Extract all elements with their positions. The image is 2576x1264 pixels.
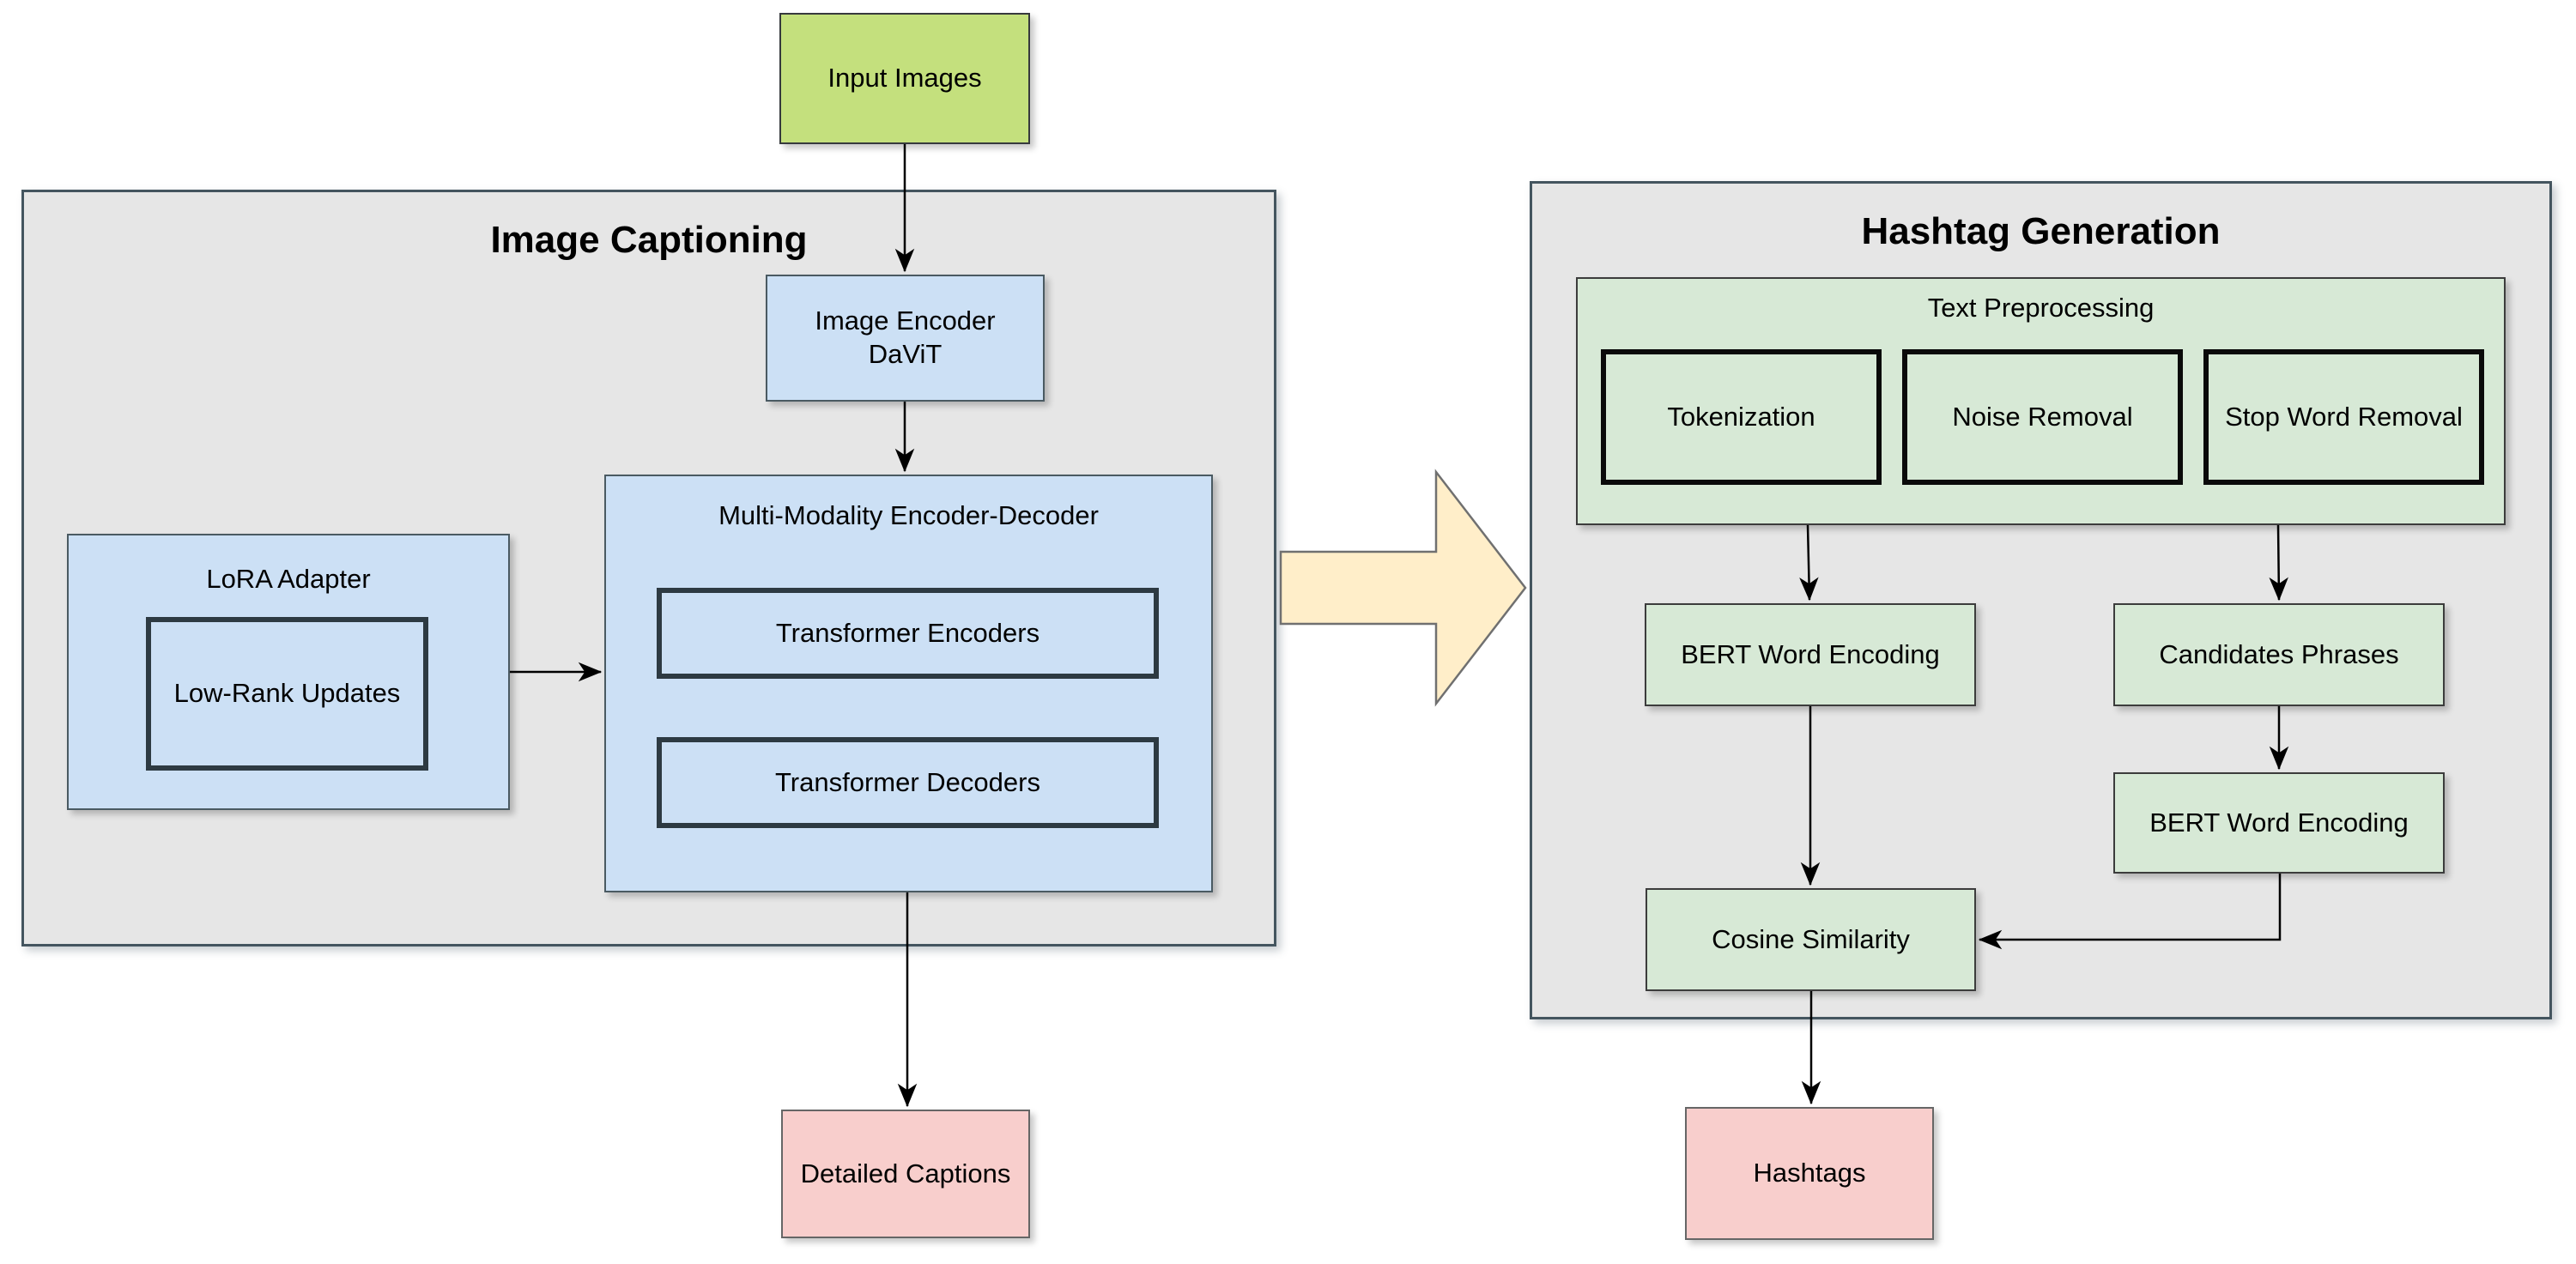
tokenization-node: Tokenization xyxy=(1601,349,1882,485)
hashtags-node: Hashtags xyxy=(1685,1107,1934,1240)
image-encoder-label-line2: DaViT xyxy=(868,339,943,369)
image-captioning-title: Image Captioning xyxy=(490,219,808,261)
image-encoder-node: Image Encoder DaViT xyxy=(766,275,1045,402)
stop-word-removal-label: Stop Word Removal xyxy=(2225,401,2463,432)
tokenization-label: Tokenization xyxy=(1667,401,1815,432)
hashtags-label: Hashtags xyxy=(1753,1158,1866,1188)
text-preprocessing-group: Text Preprocessing Tokenization Noise Re… xyxy=(1576,277,2506,525)
transformer-decoders-label: Transformer Decoders xyxy=(775,766,1040,797)
transformer-decoders-node: Transformer Decoders xyxy=(657,737,1159,828)
image-encoder-label-line1: Image Encoder xyxy=(815,305,996,336)
transformer-encoders-node: Transformer Encoders xyxy=(657,588,1159,679)
low-rank-updates-label: Low-Rank Updates xyxy=(173,678,401,709)
hashtag-generation-title: Hashtag Generation xyxy=(1861,210,2221,252)
cosine-similarity-label: Cosine Similarity xyxy=(1712,923,1910,954)
bert-word-encoding-left-label: BERT Word Encoding xyxy=(1681,638,1940,669)
detailed-captions-label: Detailed Captions xyxy=(800,1158,1011,1188)
text-preprocessing-title: Text Preprocessing xyxy=(1927,293,2155,323)
multi-modality-group: Multi-Modality Encoder-Decoder Transform… xyxy=(604,475,1213,892)
lora-adapter-title: LoRA Adapter xyxy=(206,564,371,594)
low-rank-updates-node: Low-Rank Updates xyxy=(146,617,428,771)
candidates-phrases-node: Candidates Phrases xyxy=(2113,603,2445,706)
noise-removal-label: Noise Removal xyxy=(1952,401,2133,432)
multi-modality-title: Multi-Modality Encoder-Decoder xyxy=(718,500,1099,530)
transformer-encoders-label: Transformer Encoders xyxy=(775,617,1040,648)
input-images-node: Input Images xyxy=(779,13,1030,144)
cosine-similarity-node: Cosine Similarity xyxy=(1646,888,1976,991)
noise-removal-node: Noise Removal xyxy=(1902,349,2183,485)
input-images-label: Input Images xyxy=(827,63,982,94)
stop-word-removal-node: Stop Word Removal xyxy=(2203,349,2484,485)
candidates-phrases-label: Candidates Phrases xyxy=(2159,638,2399,669)
bert-word-encoding-right-label: BERT Word Encoding xyxy=(2149,807,2409,838)
bert-word-encoding-right-node: BERT Word Encoding xyxy=(2113,772,2445,874)
bert-word-encoding-left-node: BERT Word Encoding xyxy=(1645,603,1976,706)
detailed-captions-node: Detailed Captions xyxy=(781,1110,1030,1238)
lora-adapter-group: LoRA Adapter Low-Rank Updates xyxy=(67,534,510,810)
section-flow-arrow-icon xyxy=(1279,469,1527,707)
